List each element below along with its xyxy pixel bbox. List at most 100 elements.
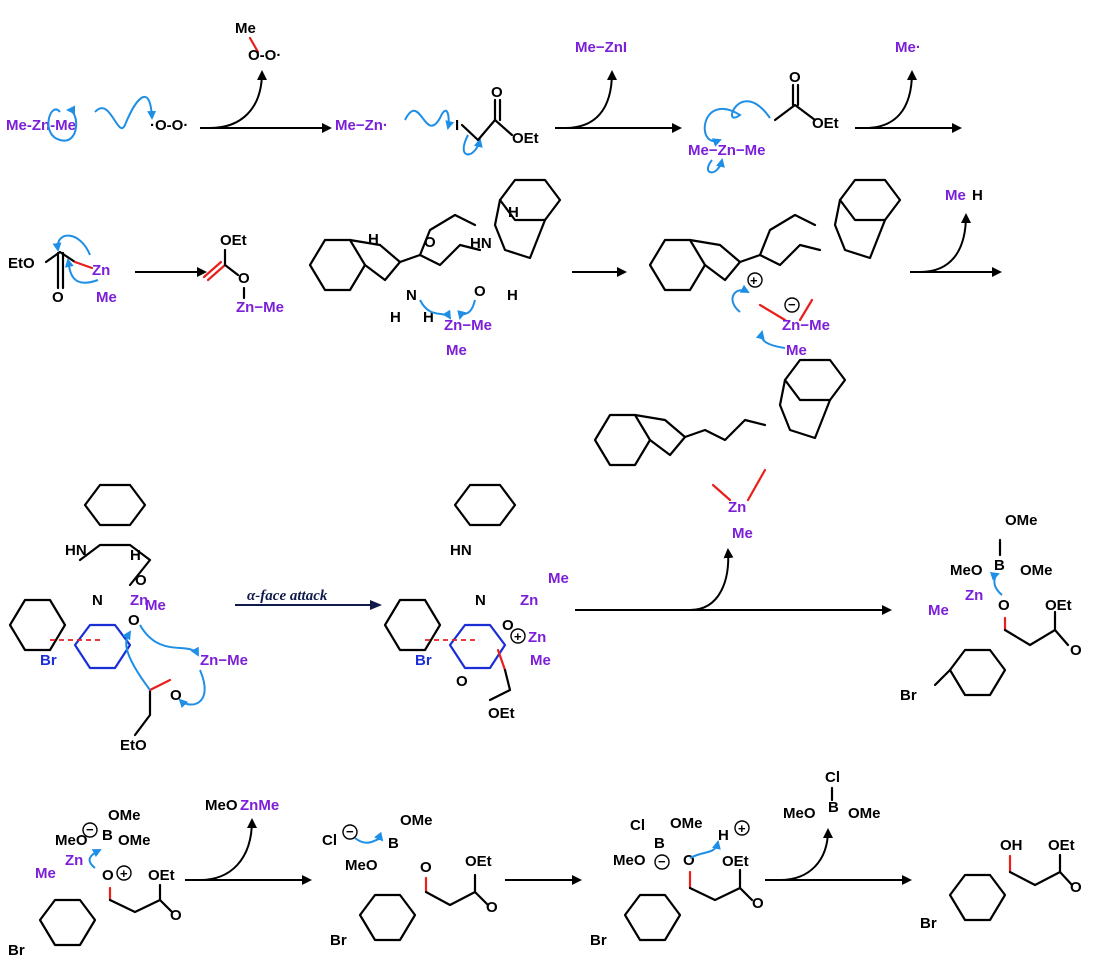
ts2-o2-label: O (456, 673, 468, 690)
methylzinc-radical-label: Me−Zn· (335, 117, 388, 134)
s1-meo-label: MeO (55, 832, 88, 849)
benzene-ring (948, 873, 1007, 922)
s3-br-label: Br (590, 932, 607, 949)
curly-arrow (94, 95, 157, 129)
s2-ome-label: OMe (400, 812, 433, 829)
ester-o-label: O (491, 84, 503, 101)
meoznme-znme-label: ZnMe (240, 797, 279, 814)
byproduct-arrow (199, 818, 257, 881)
s3-h-label: H (718, 827, 729, 844)
bond (633, 413, 687, 457)
catalyst-zn-label: Zn (728, 499, 746, 516)
red-bond (746, 468, 767, 502)
borate-zn-label: Zn (965, 587, 983, 604)
red-bond (248, 36, 260, 54)
methylperoxyl-me: Me (235, 20, 256, 37)
s3-o-label: O (683, 852, 695, 869)
borate-intermediate: OMe B MeO OMe Zn Me O OEt O Br (900, 512, 1082, 704)
bond (778, 378, 832, 440)
s3-o2-label: O (752, 895, 764, 912)
curly-arrow (462, 134, 483, 156)
ts2-zn-label: Zn (520, 592, 538, 609)
s3-b-label: B (654, 835, 665, 852)
negative-charge-icon (654, 854, 670, 870)
s2-o2-label: O (486, 899, 498, 916)
bond (223, 263, 240, 277)
ts1-eto-label: EtO (120, 737, 147, 754)
red-bond (711, 483, 732, 502)
ester-oet-label: OEt (512, 130, 539, 147)
ts1-me-label: Me (145, 597, 166, 614)
dimethylzinc-2-label: Me−Zn−Me (688, 142, 766, 159)
ts2-o-label: O (502, 617, 514, 634)
curly-arrow (989, 571, 1003, 596)
zinc-ligand-complex: + − Zn−Me Me (648, 178, 902, 359)
byproduct-arrow (209, 70, 267, 129)
red-bond (798, 298, 814, 322)
ts2-hn-label: HN (450, 542, 472, 559)
bond (424, 873, 477, 907)
benzene-ring (308, 238, 367, 292)
borane-b-label: B (828, 799, 839, 816)
bond (473, 890, 490, 907)
s2-meo-label: MeO (345, 857, 378, 874)
borate-o2-label: O (1070, 642, 1082, 659)
benzene-ring (648, 238, 707, 292)
borane-ome-label: OMe (848, 805, 881, 822)
bond (1053, 628, 1070, 647)
benzene-ring (593, 413, 652, 467)
charge-minus: − (788, 297, 796, 312)
bond (78, 543, 152, 587)
meoznme-meo-label: MeO (205, 797, 238, 814)
benzene-ring (358, 893, 417, 942)
zinc-enolate-o-label: O (238, 270, 250, 287)
bond (488, 668, 512, 702)
red-bond (73, 260, 94, 270)
prophenol-ligand-a: H O HN H N H O H H Zn−Me Me (308, 178, 562, 359)
catalyst-release-arrow (689, 548, 734, 611)
methylperoxyl-oo: O-O· (248, 47, 281, 64)
iodo-label: I (455, 117, 459, 134)
bond (1008, 853, 1062, 887)
charge-minus: − (658, 854, 666, 869)
ligand-zn-label: Zn−Me (444, 317, 492, 334)
byproduct-arrow (779, 828, 833, 881)
ts2-br-label: Br (415, 652, 432, 669)
charge-plus: + (514, 629, 522, 644)
ligand-h-label: H (390, 309, 401, 326)
bond (833, 198, 887, 260)
complex-me-label: Me (786, 342, 807, 359)
s2-br-label: Br (330, 932, 347, 949)
ts2-me2-label: Me (530, 652, 551, 669)
transition-state-2: Br Me Zn Zn Me O + OEt O N HN (383, 483, 569, 722)
methylzinc-iodide-label: Me−ZnI (575, 39, 627, 56)
bromoaryl-ring (448, 623, 507, 670)
curly-arrow (689, 840, 721, 859)
ester-radical-bond (773, 103, 817, 122)
bond (398, 243, 482, 267)
red-bond (496, 648, 507, 672)
ts1-zn2-label: Zn−Me (200, 652, 248, 669)
curly-arrow (178, 669, 206, 709)
s1-zn-label: Zn (65, 852, 83, 869)
bond (158, 898, 174, 914)
curly-arrow (88, 849, 102, 869)
charge-minus: − (346, 824, 354, 839)
row2-enolate-and-catalyst: EtO O Zn Me OEt O Zn−Me H O HN (8, 178, 1002, 359)
ester-bond (493, 118, 514, 137)
s1-ome2-label: OMe (118, 832, 151, 849)
curly-arrow (64, 258, 99, 284)
curly-arrow (47, 105, 78, 142)
borane-cl-label: Cl (825, 769, 840, 786)
ligand-zn-me-label: Me (446, 342, 467, 359)
benzene-ring (498, 178, 562, 222)
dimethylzinc-label: Me-Zn-Me (6, 117, 76, 134)
curly-arrow (404, 109, 455, 130)
s3-meo-label: MeO (613, 852, 646, 869)
bond (1003, 610, 1057, 647)
zinc-ester-me-label: Me (96, 289, 117, 306)
zinc-ester-o-label: O (52, 289, 64, 306)
zinc-enolate-zn-label: Zn−Me (236, 299, 284, 316)
ligand-h-label: H (368, 231, 379, 248)
